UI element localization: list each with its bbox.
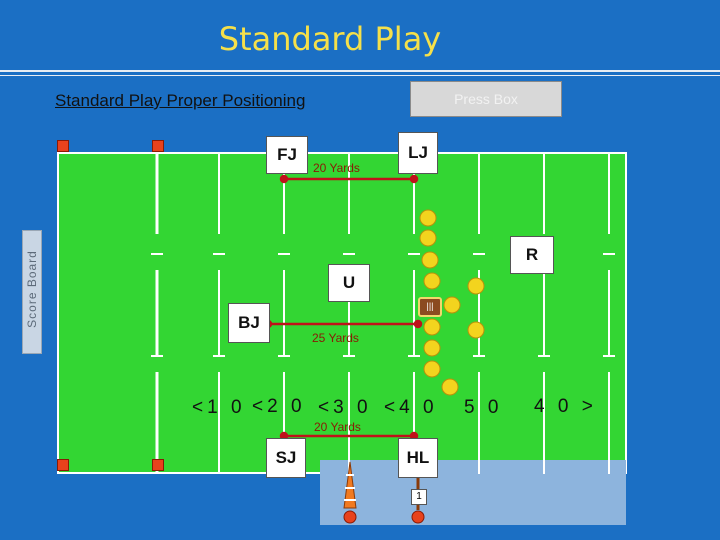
yard-number: 5 0 <box>464 397 503 418</box>
player-marker <box>467 321 485 339</box>
sideline-area <box>320 460 626 525</box>
distance-line-end <box>279 174 289 184</box>
player-marker <box>423 360 441 378</box>
player-marker <box>421 251 439 269</box>
distance-line-end <box>413 319 423 329</box>
official-sj: SJ <box>266 438 306 478</box>
score-board: Score Board <box>22 230 42 354</box>
yard-number: <3 0 <box>318 397 372 418</box>
player-marker <box>443 296 461 314</box>
down-indicator: 1 <box>411 489 427 505</box>
down-marker <box>343 461 425 524</box>
pylon-marker <box>57 140 69 152</box>
yard-number: <1 0 <box>192 397 246 418</box>
title-divider-thin <box>0 75 720 76</box>
hash-marks <box>151 253 615 357</box>
pylon-marker <box>152 459 164 471</box>
player-marker <box>467 277 485 295</box>
official-fj: FJ <box>266 136 308 174</box>
distance-label: 25 Yards <box>312 331 359 345</box>
official-lj: LJ <box>398 132 438 174</box>
yard-number: 4 0 > <box>534 396 597 417</box>
player-marker <box>419 229 437 247</box>
press-box: Press Box <box>410 81 562 117</box>
pylon-marker <box>57 459 69 471</box>
football-field <box>57 152 627 474</box>
title-divider <box>0 70 720 72</box>
yard-number: <4 0 <box>384 397 438 418</box>
official-hl: HL <box>398 438 438 478</box>
page-title: Standard Play <box>218 20 442 58</box>
distance-label: 20 Yards <box>313 161 360 175</box>
player-marker <box>423 339 441 357</box>
official-u: U <box>328 264 370 302</box>
distance-line-end <box>409 174 419 184</box>
pylon-marker <box>152 140 164 152</box>
player-marker <box>423 318 441 336</box>
football-icon: ||| <box>418 297 442 317</box>
yard-number: <2 0 <box>252 396 306 417</box>
player-marker <box>423 272 441 290</box>
official-bj: BJ <box>228 303 270 343</box>
player-marker <box>419 209 437 227</box>
official-r: R <box>510 236 554 274</box>
distance-label: 20 Yards <box>314 420 361 434</box>
player-marker <box>441 378 459 396</box>
diagram-subtitle: Standard Play Proper Positioning <box>55 91 306 110</box>
